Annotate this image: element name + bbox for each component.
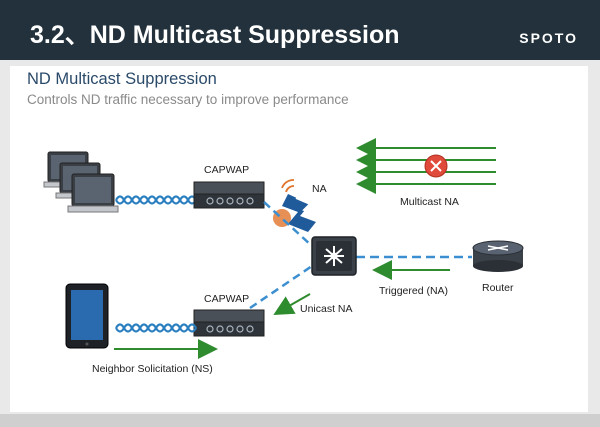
page-title: 3.2、ND Multicast Suppression bbox=[30, 21, 400, 49]
brand-logo: SPOTO bbox=[519, 30, 578, 46]
switch-icon bbox=[311, 236, 357, 276]
multicast-na-label: Multicast NA bbox=[400, 196, 459, 208]
router-label: Router bbox=[482, 282, 514, 294]
dashed-link-top bbox=[263, 201, 313, 247]
laptops-icon bbox=[43, 151, 119, 213]
router-icon bbox=[472, 240, 524, 272]
bottom-bar bbox=[0, 414, 600, 427]
access-point-top-icon bbox=[193, 181, 265, 209]
dashed-link-bottom bbox=[249, 264, 313, 310]
access-point-bottom-icon bbox=[193, 309, 265, 337]
spoto-logo-icon bbox=[273, 194, 317, 232]
slide-title: ND Multicast Suppression bbox=[27, 70, 217, 88]
unicast-na-label: Unicast NA bbox=[300, 303, 353, 315]
na-label: NA bbox=[312, 183, 327, 195]
unicast-na-arrow bbox=[273, 293, 311, 315]
capwap-top-label: CAPWAP bbox=[204, 164, 249, 176]
slide-panel: ND Multicast Suppression Controls ND tra… bbox=[10, 66, 588, 412]
slide-subtitle: Controls ND traffic necessary to improve… bbox=[27, 92, 349, 107]
network-diagram: CAPWAP NA bbox=[43, 138, 524, 375]
blocked-x-icon bbox=[424, 154, 448, 178]
ns-label: Neighbor Solicitation (NS) bbox=[92, 363, 213, 375]
na-signal-arcs bbox=[281, 179, 295, 193]
tablet-icon bbox=[65, 283, 109, 349]
capwap-bottom-label: CAPWAP bbox=[204, 293, 249, 305]
triggered-na-label: Triggered (NA) bbox=[379, 285, 448, 297]
title-bar: 3.2、ND Multicast Suppression SPOTO bbox=[0, 0, 600, 60]
